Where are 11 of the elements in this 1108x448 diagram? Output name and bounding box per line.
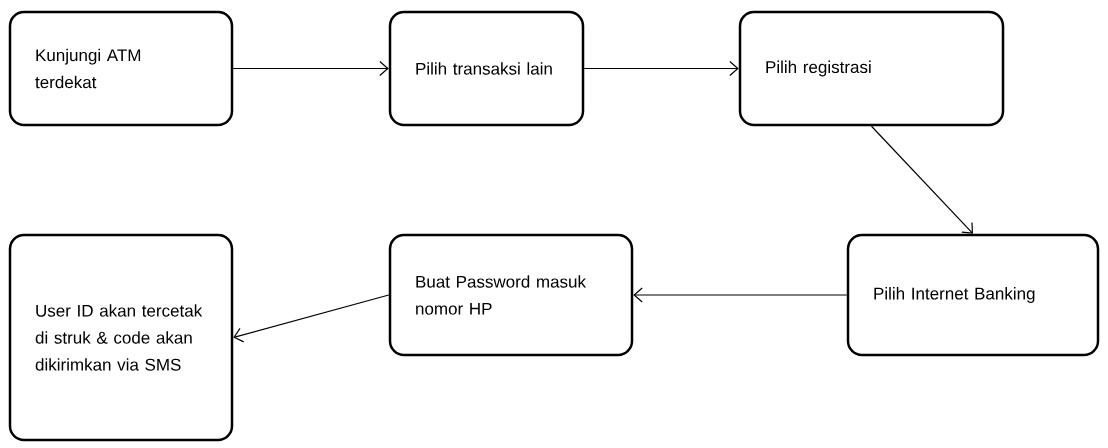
process-box: Pilih registrasi <box>738 10 1005 127</box>
process-box: Pilih Internet Banking <box>846 233 1100 357</box>
arrow <box>633 287 848 303</box>
process-box: Pilih transaksi lain <box>388 10 585 127</box>
arrow <box>232 60 389 77</box>
arrow <box>870 125 973 234</box>
process-box: User ID akan tercetak di struk & code akan dikirimkan via SMS <box>8 233 234 442</box>
process-box: Kunjungi ATM terdekat <box>8 10 234 127</box>
arrow <box>583 60 739 77</box>
arrow <box>233 294 390 343</box>
process-box: Buat Password masuk nomor HP <box>388 233 634 357</box>
